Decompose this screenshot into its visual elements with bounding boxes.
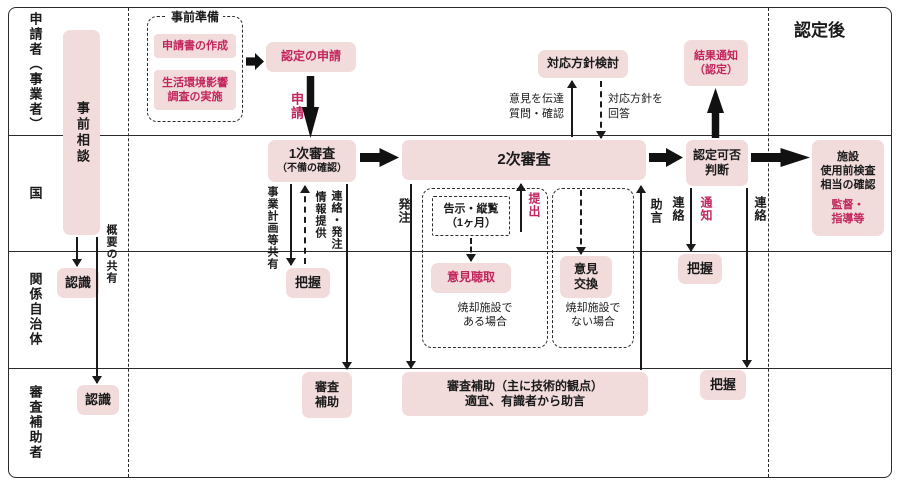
review-assist-line1: 審査補助（主に技術的観点） bbox=[446, 378, 603, 393]
opinion-exchange-box: 意見 交換 bbox=[560, 256, 612, 298]
first-review-box: 1次審査 （不備の確認） bbox=[268, 140, 356, 182]
arrow-plan-share-down bbox=[286, 184, 296, 266]
arrow-info-provide-up bbox=[300, 185, 310, 264]
contact-label-2: 連絡 bbox=[753, 196, 767, 222]
lane-label-applicant-text: 申請者（事業者） bbox=[27, 12, 43, 132]
plan-share-label: 事業計画等共有 bbox=[266, 186, 278, 270]
arrow-contact-order-down bbox=[342, 184, 352, 370]
lane-label-assistant-text: 審査補助者 bbox=[27, 385, 43, 460]
post-certification-label: 認定後 bbox=[794, 21, 845, 40]
policy-reply-label: 対応方針を 回答 bbox=[608, 93, 663, 120]
arrow-opinions-up bbox=[567, 80, 577, 137]
lane-divider-2 bbox=[9, 251, 891, 252]
response-policy-box: 対応方針検討 bbox=[538, 50, 628, 78]
advice-label: 助言 bbox=[649, 198, 663, 224]
grasp-box-assistant: 把握 bbox=[700, 370, 746, 400]
prep-group: 事前準備 bbox=[147, 8, 243, 122]
order-label: 発注 bbox=[397, 198, 411, 224]
lane-label-municipality-text: 関係自治体 bbox=[27, 272, 43, 347]
lane-label-nation: 国 bbox=[18, 136, 52, 250]
recognize-box-municipality: 認識 bbox=[57, 268, 99, 298]
post-certification-divider bbox=[768, 8, 769, 477]
arrow-submit-up bbox=[516, 183, 526, 232]
arrow-advice-up bbox=[636, 185, 646, 370]
grasp-box-municipality-2: 把握 bbox=[678, 254, 722, 284]
incinerator-case-note: 焼却施設で ある場合 bbox=[457, 302, 513, 329]
create-application-box: 申請書の作成 bbox=[154, 34, 236, 58]
info-provide-label: 情報提供 bbox=[314, 191, 326, 239]
second-review-box: 2次審査 bbox=[402, 140, 646, 180]
lane-label-nation-text: 国 bbox=[27, 185, 43, 201]
first-review-subtitle: （不備の確認） bbox=[277, 162, 347, 174]
facility-inspection-box: 施設 使用前検査 相当の確認 監督・ 指導等 bbox=[812, 140, 884, 236]
notify-label: 通知 bbox=[699, 196, 713, 222]
review-assist-small-box: 審査 補助 bbox=[302, 372, 352, 418]
diagram-border bbox=[8, 7, 892, 478]
opinion-hearing-box: 意見聴取 bbox=[431, 263, 511, 293]
submit-label: 提出 bbox=[527, 192, 541, 218]
arrow-policy-reply-down bbox=[596, 81, 606, 139]
overview-share-label: 概要の共有 bbox=[105, 224, 117, 284]
arrow-decision-to-assistant bbox=[742, 188, 752, 368]
certification-application-box: 認定の申請 bbox=[266, 42, 356, 72]
review-assist-big-box: 審査補助（主に技術的観点） 適宜、有識者から助言 bbox=[402, 372, 648, 416]
pre-consultation-box: 事前相談 bbox=[63, 30, 100, 235]
arrow-preconsult-to-muni bbox=[72, 237, 82, 267]
prep-group-title: 事前準備 bbox=[166, 8, 224, 25]
contact-label-1: 連絡 bbox=[671, 196, 685, 222]
environment-survey-box: 生活環境影響 調査の実施 bbox=[154, 70, 236, 110]
decision-box: 認定可否 判断 bbox=[686, 140, 748, 186]
pre-consultation-label: 事前相談 bbox=[74, 100, 90, 165]
incinerator-case-group bbox=[422, 188, 548, 348]
send-opinions-label: 意見を伝達 質問・確認 bbox=[509, 93, 564, 120]
lane-label-municipality: 関係自治体 bbox=[18, 252, 52, 367]
grasp-box-municipality-1: 把握 bbox=[286, 268, 330, 298]
public-notice-box: 告示・縦覧 （1ヶ月） bbox=[432, 196, 510, 236]
arrow-order-down bbox=[406, 184, 416, 369]
non-incinerator-case-group bbox=[552, 188, 634, 348]
supervision-guidance-text: 監督・ 指導等 bbox=[831, 198, 865, 225]
lane-divider-1 bbox=[9, 135, 891, 136]
contact-order-label: 連絡・発注 bbox=[330, 190, 342, 250]
recognize-box-assistant: 認識 bbox=[77, 385, 119, 415]
arrow-review2-to-exchange bbox=[576, 190, 586, 255]
arrow-notice-to-hearing bbox=[466, 238, 476, 262]
apply-label: 申請 bbox=[289, 92, 304, 120]
facility-inspection-text: 施設 使用前検査 相当の確認 bbox=[820, 151, 876, 192]
lane-label-applicant: 申請者（事業者） bbox=[18, 9, 52, 135]
arrow-preconsult-to-assistant bbox=[92, 237, 102, 384]
lane-divider-3 bbox=[9, 368, 891, 369]
label-column-divider bbox=[128, 8, 129, 477]
first-review-title: 1次審査 bbox=[288, 146, 336, 162]
arrow-decision-to-muni bbox=[686, 188, 696, 252]
review-assist-line2: 適宜、有識者から助言 bbox=[464, 394, 585, 408]
result-notification-box: 結果通知 （認定） bbox=[684, 40, 748, 86]
lane-label-assistant: 審査補助者 bbox=[18, 369, 52, 476]
non-incinerator-case-note: 焼却施設で ない場合 bbox=[565, 302, 621, 329]
